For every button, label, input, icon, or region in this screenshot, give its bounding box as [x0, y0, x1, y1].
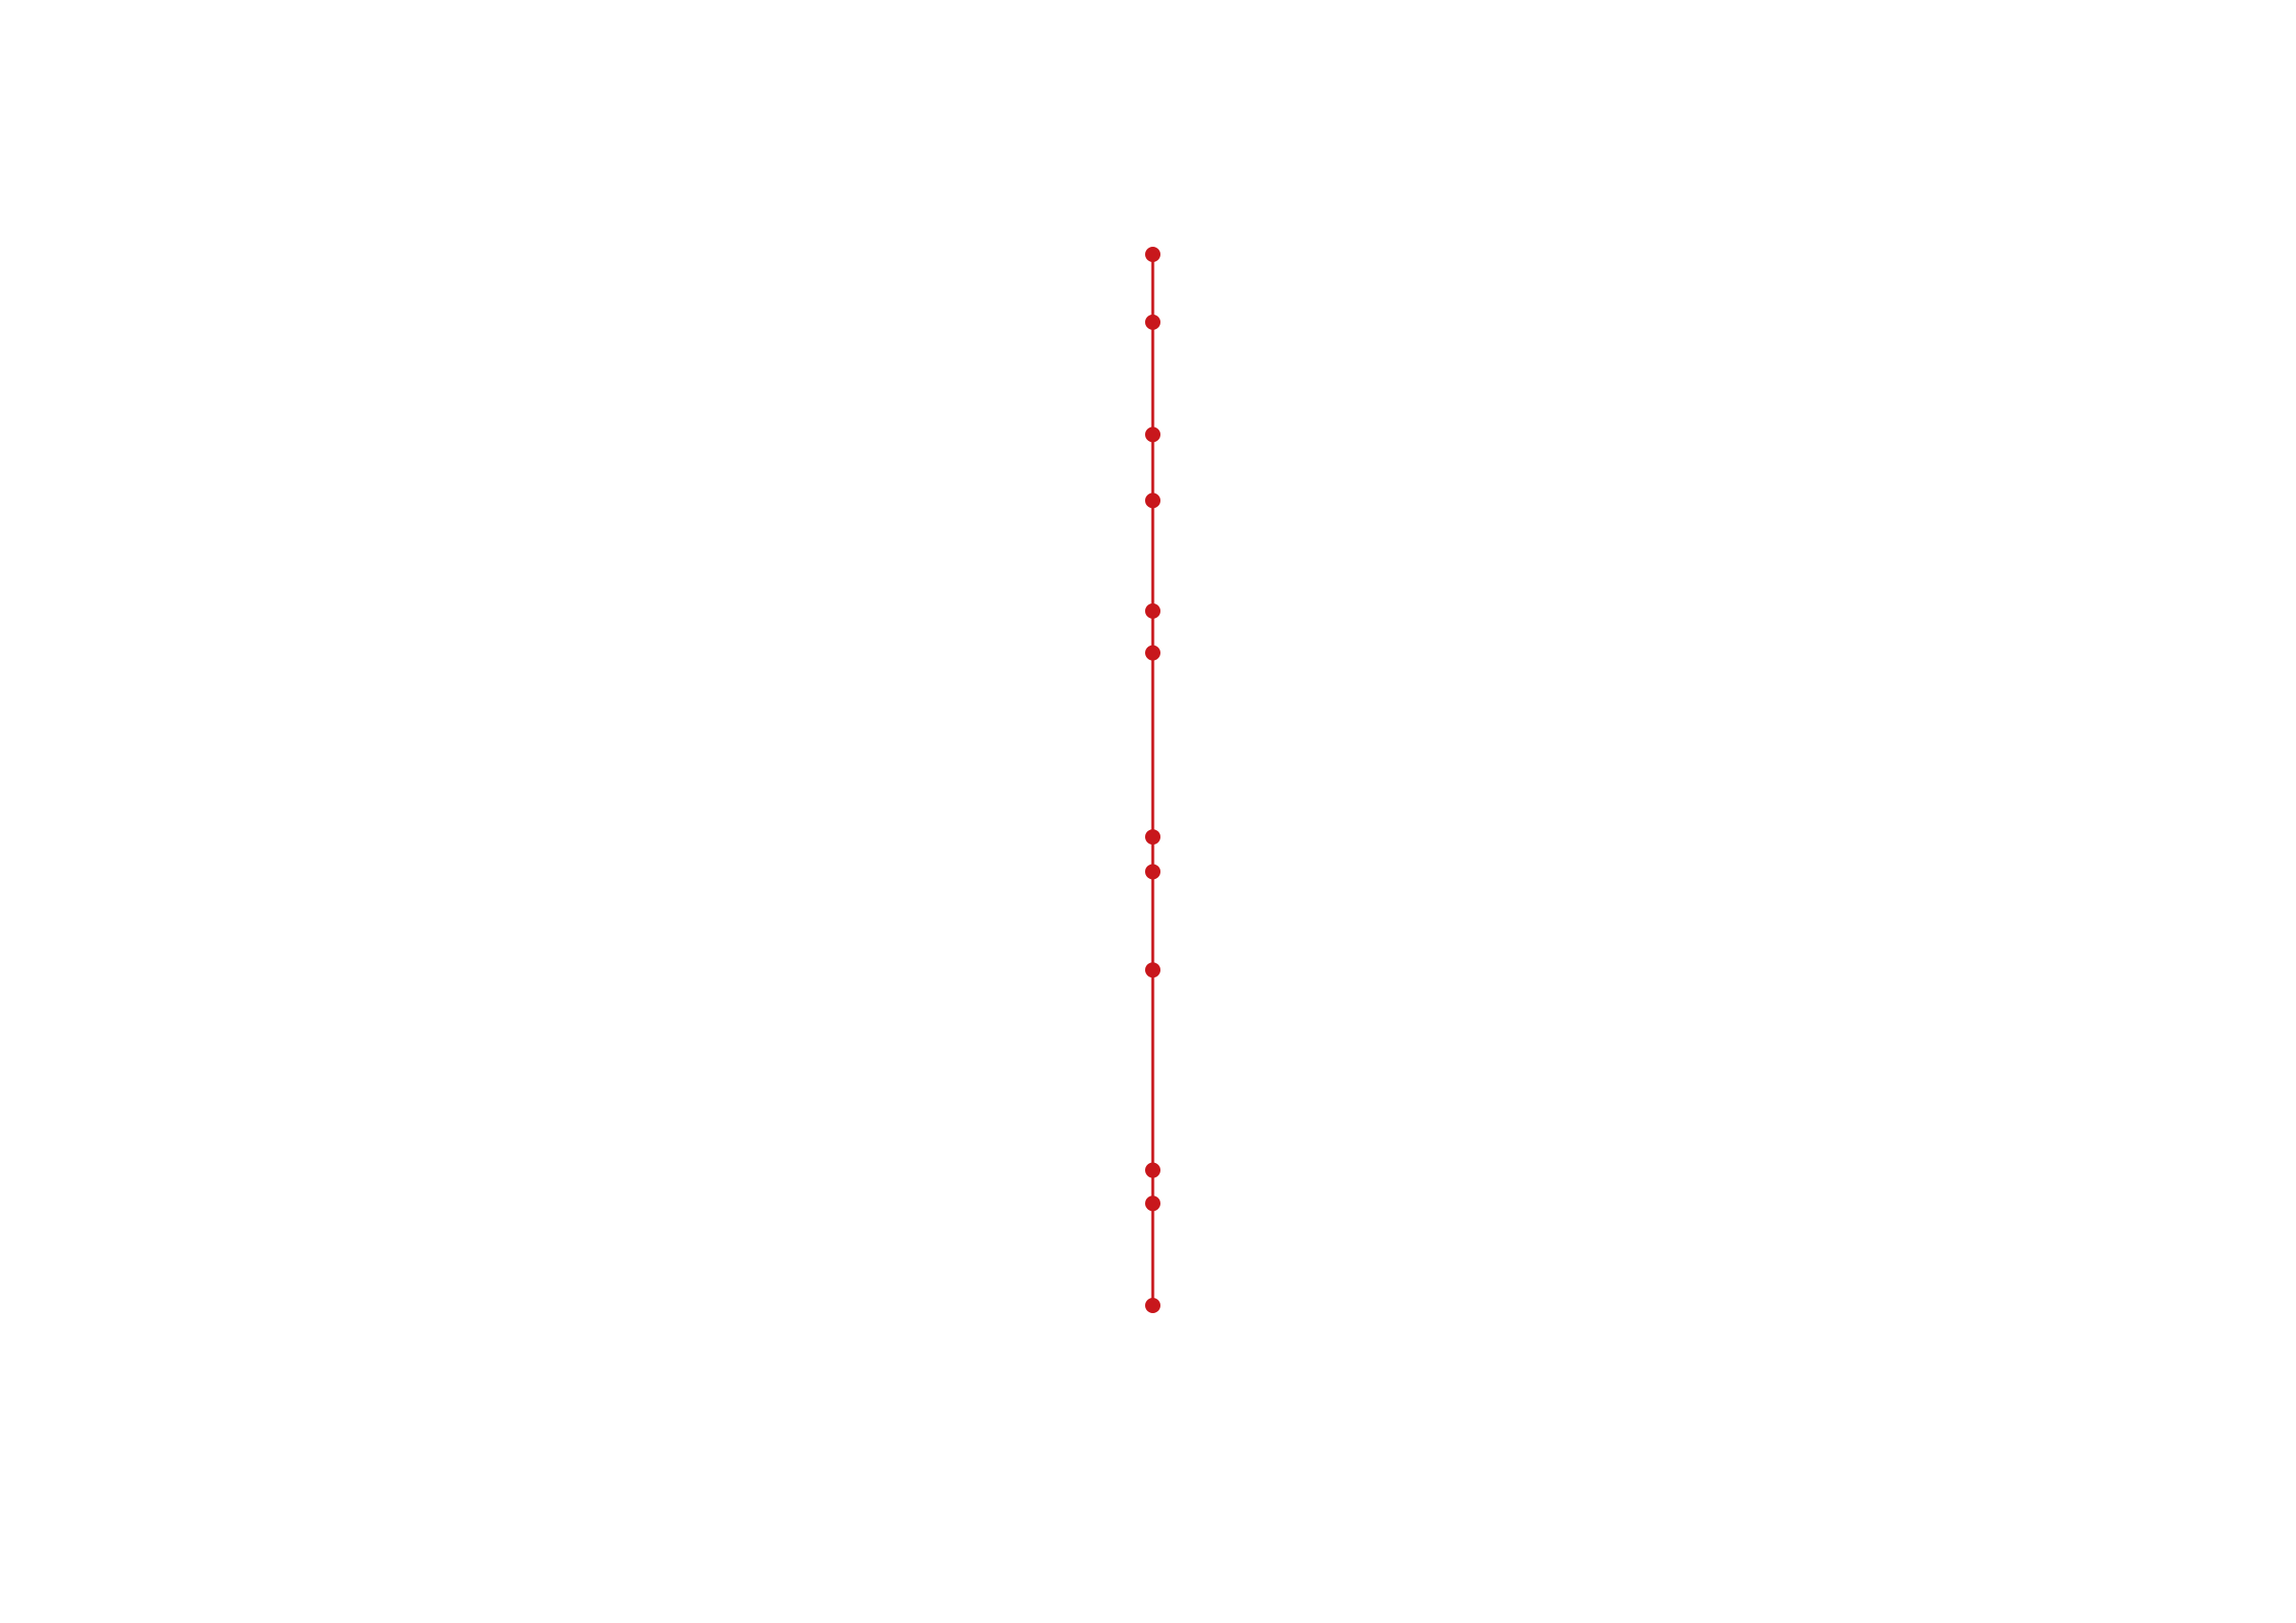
marker-group: [1145, 247, 1160, 1313]
marker-dot-1: [1145, 247, 1160, 262]
marker-dot-3: [1145, 427, 1160, 443]
marker-dot-8: [1145, 864, 1160, 880]
marker-dot-4: [1145, 493, 1160, 509]
marker-dot-11: [1145, 1195, 1160, 1212]
marker-dot-6: [1145, 645, 1160, 661]
marker-dot-10: [1145, 1162, 1160, 1178]
marker-dot-9: [1145, 962, 1160, 978]
marker-dot-12: [1145, 1298, 1160, 1313]
marker-dot-2: [1145, 314, 1160, 330]
marker-dot-7: [1145, 829, 1160, 845]
marker-dot-5: [1145, 603, 1160, 619]
